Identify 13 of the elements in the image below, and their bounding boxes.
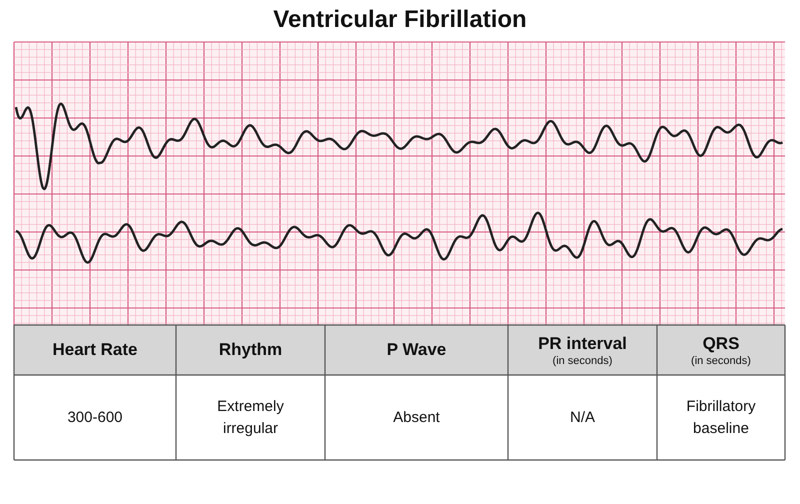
table-cell-text: Extremely irregular — [216, 396, 285, 438]
table-cell-text: Absent — [393, 408, 440, 428]
table-cell-text: 300-600 — [67, 408, 123, 428]
column-header: P Wave — [386, 340, 446, 360]
unit-note: (in seconds) — [552, 354, 612, 366]
column-header: PR interval — [538, 334, 627, 354]
title: Ventricular Fibrillation — [272, 6, 528, 34]
column-header: QRS — [702, 334, 740, 354]
table-cell-text: N/A — [570, 408, 595, 428]
column-header: Rhythm — [218, 340, 282, 360]
column-header: Heart Rate — [52, 340, 138, 360]
table-cell-text: Fibrillatory baseline — [685, 396, 757, 438]
unit-note: (in seconds) — [691, 354, 751, 366]
